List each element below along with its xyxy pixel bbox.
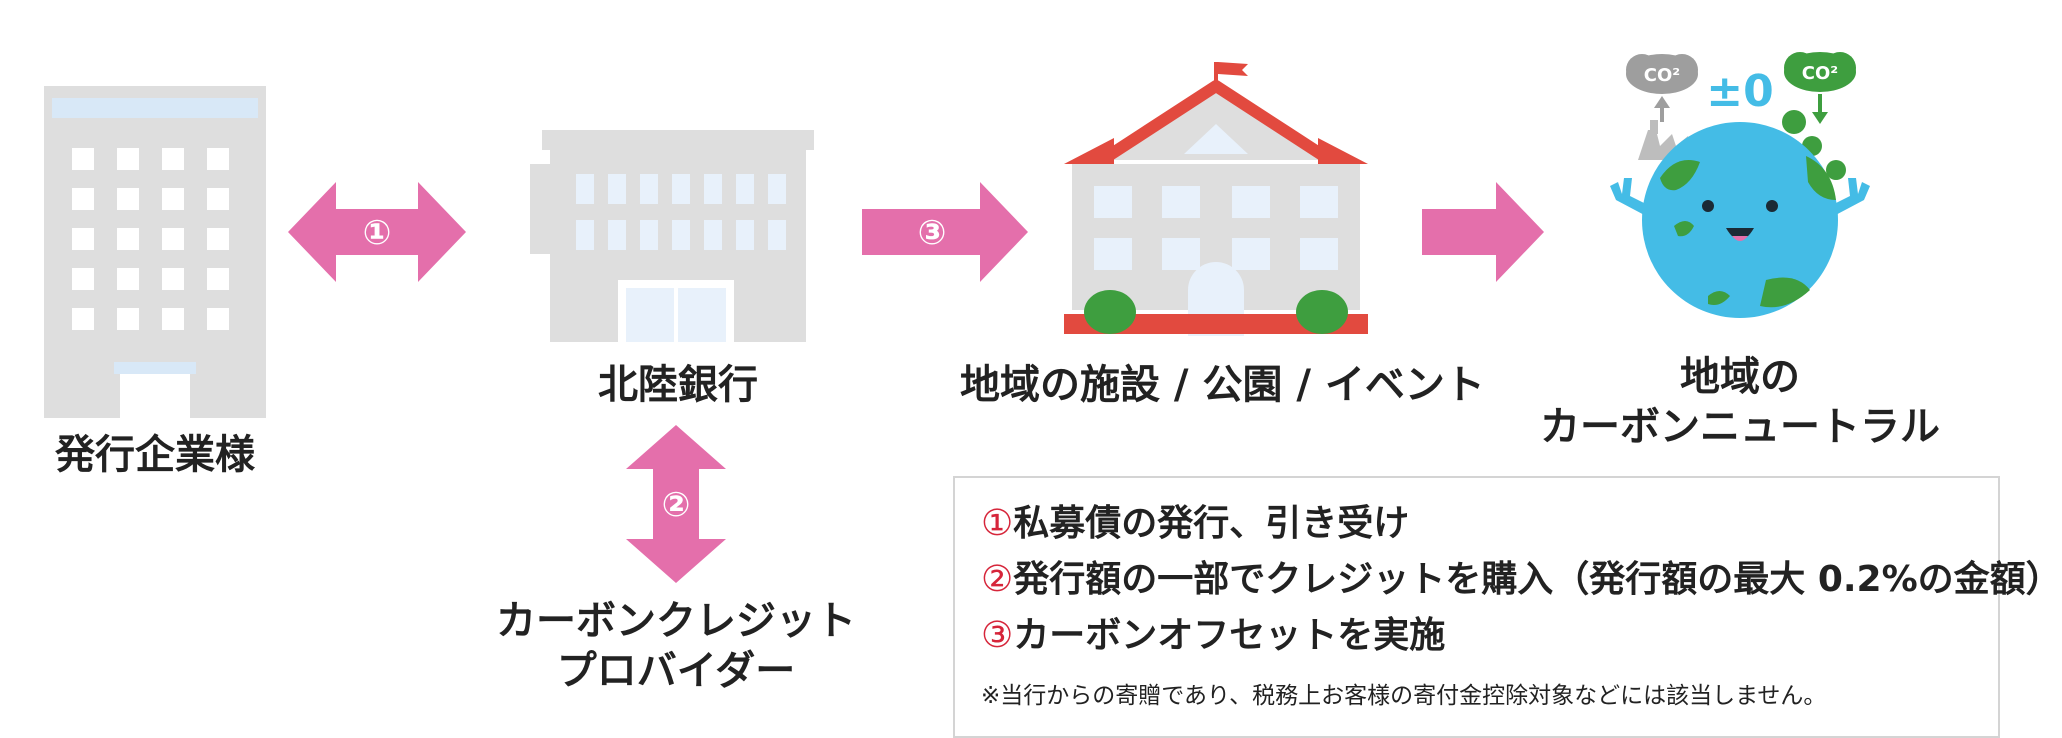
balance-text: ±0: [1706, 66, 1773, 117]
co2-right-text: CO²: [1802, 63, 1838, 84]
neutral-label: 地域の カーボンニュートラル: [1540, 352, 1940, 452]
legend-box: ①私募債の発行、引き受け ②発行額の一部でクレジットを購入（発行額の最大 0.2…: [953, 476, 2062, 738]
arrow-3-number: ③: [918, 213, 947, 253]
legend-item-1-number: ①: [981, 503, 1014, 544]
arrow-4-icon: [1422, 182, 1544, 282]
legend-item-1: ①私募債の発行、引き受け: [981, 502, 1409, 546]
arrow-2-number: ②: [662, 485, 691, 525]
provider-label-line1: カーボンクレジット: [496, 598, 856, 644]
neutral-label-line1: 地域の: [1680, 354, 1800, 400]
facility-building-icon: [1064, 62, 1368, 336]
co2-cloud-green-icon: CO²: [1784, 52, 1856, 124]
facilities-label: 地域の施設 / 公園 / イベント: [960, 362, 1485, 408]
arrow-1-double-icon: ①: [288, 182, 466, 282]
legend-item-3-text: カーボンオフセットを実施: [1013, 615, 1446, 656]
legend-item-2-number: ②: [981, 559, 1014, 600]
arrow-3-icon: ③: [862, 182, 1028, 282]
legend-item-1-text: 私募債の発行、引き受け: [1013, 503, 1410, 544]
legend-note: ※当行からの寄贈であり、税務上お客様の寄付金控除対象などには該当しません。: [981, 683, 1827, 709]
co2-cloud-grey-icon: CO²: [1626, 54, 1698, 122]
issuer-building-icon: [44, 86, 266, 418]
bank-building-icon: [530, 130, 814, 342]
provider-label: カーボンクレジット プロバイダー: [480, 596, 872, 696]
neutral-label-line2: カーボンニュートラル: [1540, 404, 1940, 450]
arrow-2-double-icon: ②: [626, 425, 726, 583]
bank-label: 北陸銀行: [598, 362, 758, 408]
legend-item-3-number: ③: [981, 615, 1014, 656]
issuer-label: 発行企業様: [55, 432, 255, 478]
co2-left-text: CO²: [1644, 65, 1680, 86]
legend-item-2-text: 発行額の一部でクレジットを購入（発行額の最大 0.2%の金額）: [1013, 559, 2062, 600]
legend-item-3: ③カーボンオフセットを実施: [981, 614, 1445, 658]
legend-item-2: ②発行額の一部でクレジットを購入（発行額の最大 0.2%の金額）: [981, 558, 2062, 602]
earth-carbon-neutral-icon: CO² ±0 CO²: [1610, 52, 1870, 318]
provider-label-line2: プロバイダー: [556, 648, 796, 694]
arrow-1-number: ①: [363, 213, 392, 253]
